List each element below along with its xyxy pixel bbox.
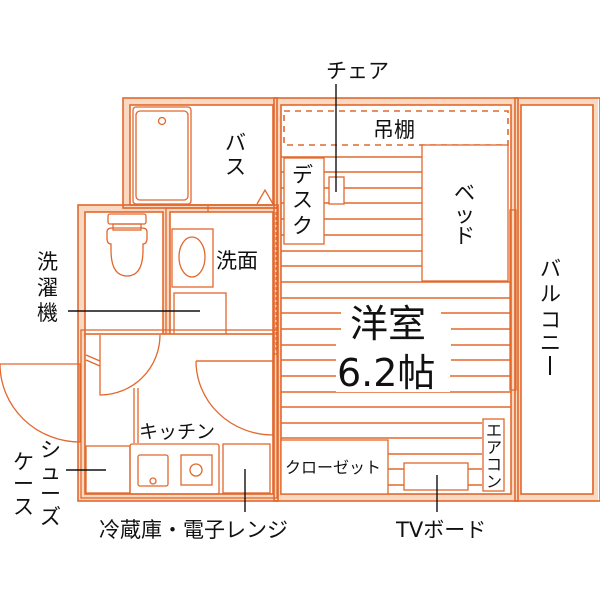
washing-machine-label-3: 機 — [37, 301, 58, 325]
room-door-swing — [195, 360, 274, 436]
washroom — [165, 207, 278, 355]
kitchen-sink — [137, 454, 169, 487]
aircon-label-2: ア — [486, 438, 502, 457]
air-conditioner — [483, 419, 504, 491]
washing-machine-label-2: 濯 — [37, 276, 58, 300]
balcony-label-1: バ — [540, 257, 561, 281]
closet — [281, 440, 388, 494]
loft-shelf-label: 吊棚 — [373, 118, 415, 142]
washing-machine-label-1: 洗 — [37, 250, 58, 274]
bath-room — [122, 97, 278, 212]
toilet-door-swing — [99, 334, 161, 396]
tv-board-label: TVボード — [395, 518, 486, 542]
washroom-label: 洗面 — [216, 249, 258, 273]
shoe-case-label-2: ュ — [40, 460, 61, 484]
balcony-label-2: ル — [540, 282, 561, 306]
bath-label-1: バ — [225, 131, 246, 155]
shoe-case-label-6: ー — [13, 472, 34, 496]
desk-label-2: ス — [292, 188, 313, 212]
kitchen-label: キッチン — [139, 421, 215, 443]
balcony-label-3: コ — [540, 308, 561, 332]
balcony-label-4: ニ — [540, 331, 561, 355]
shoe-case-label-5: ケ — [13, 450, 34, 474]
chair-label: チェア — [326, 59, 389, 83]
desk-label-1: デ — [292, 163, 313, 187]
shoe-case-label-1: シ — [40, 438, 61, 462]
bed-label-2: ッ — [454, 203, 475, 227]
fridge-microwave-label: 冷蔵庫・電子レンジ — [99, 518, 288, 542]
bath-door-marker — [256, 188, 274, 205]
loft-shelf-outline — [283, 110, 509, 146]
burner — [189, 463, 203, 477]
shoe-case-label-3: ー — [40, 482, 61, 506]
leader-lines — [66, 84, 438, 512]
desk — [284, 158, 324, 244]
shoe-case-label-7: ス — [13, 495, 34, 519]
washbasin — [171, 228, 214, 288]
closet-label: クローゼット — [285, 458, 381, 477]
bed — [422, 145, 508, 281]
bed-label-1: ベ — [454, 181, 475, 205]
main-room-size: 6.2帖 — [337, 351, 435, 395]
labels: チェア 吊棚 バ ス デ ス ク ベ ッ ド 洗面 洗 濯 機 洋室 6.2帖 … — [13, 59, 561, 542]
bath-drain — [157, 116, 167, 126]
tv-board — [404, 463, 468, 490]
fridge-space — [222, 443, 271, 494]
toilet-fixture — [106, 213, 148, 277]
aircon-label-4: ン — [486, 472, 502, 491]
balcony — [514, 97, 600, 502]
shoe-case-label-4: ズ — [40, 505, 61, 529]
aircon-label-3: コ — [486, 455, 502, 474]
desk-label-3: ク — [292, 214, 313, 238]
kitchen-counter — [129, 443, 220, 495]
bed-label-3: ド — [454, 224, 475, 248]
aircon-label-1: エ — [486, 421, 502, 440]
bath-label-2: ス — [225, 155, 246, 179]
entrance-door-swing — [0, 363, 81, 443]
main-room-name: 洋室 — [350, 302, 426, 346]
cooktop — [180, 454, 213, 486]
bathtub — [132, 106, 192, 205]
main-room — [273, 97, 519, 502]
entrance-kitchen — [0, 329, 278, 499]
